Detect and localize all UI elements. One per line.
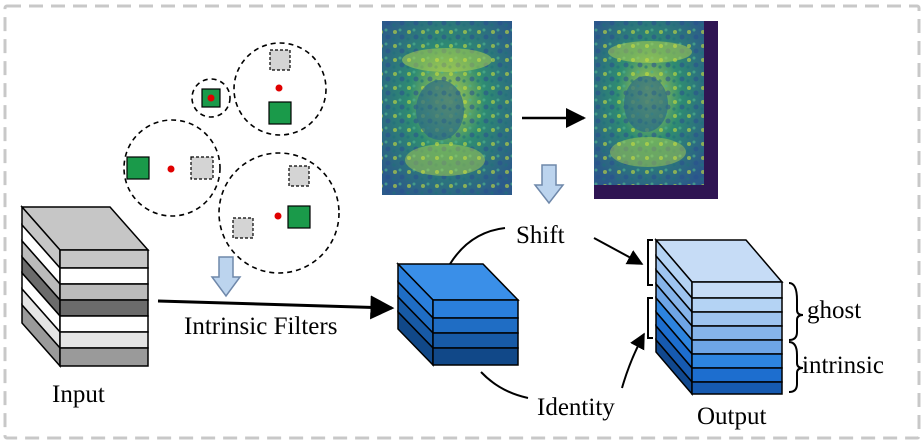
output-stack [654,237,784,397]
shift-connector-line [449,227,506,265]
input-label: Input [52,381,105,408]
intrinsic-label: intrinsic [802,352,884,379]
outer-dashed-border [3,4,921,440]
ghost-label: ghost [807,297,861,324]
output-bracket-top [647,239,653,286]
feature-map-shifted [594,21,718,199]
identity-to-output-arrow [621,332,645,389]
intrinsic-filters-arrow [157,295,395,320]
filter-circles [123,42,340,274]
identity-label: Identity [537,394,615,421]
intrinsic-bracket [788,341,804,393]
shift-to-output-arrow [593,237,644,265]
output-label: Output [697,403,767,430]
identity-connector-line [480,371,529,399]
ghost-bracket [788,282,804,341]
output-bracket-middle [647,297,653,339]
down-arrow-shift [533,164,565,205]
input-stack [20,205,150,368]
down-arrow-filters [210,256,242,298]
intrinsic-feature-block [396,262,520,367]
intrinsic-filters-label: Intrinsic Filters [184,313,337,340]
feature-map-original [382,21,512,195]
shift-label: Shift [516,222,565,249]
